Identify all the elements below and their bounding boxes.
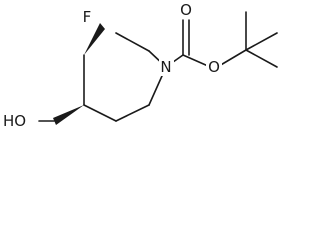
bond-oester-cq <box>218 49 247 67</box>
wedge-bond-c4-ch2 <box>53 105 84 125</box>
molecule-structure: F N O O HO <box>3 1 278 130</box>
bond-c6-c5 <box>115 104 150 122</box>
atom-label-nitrogen: N <box>160 58 171 76</box>
atom-label-ester-oxygen: O <box>208 58 220 76</box>
bond-c3-c2 <box>115 32 150 52</box>
bond-carbonyl-oester <box>182 54 209 67</box>
bond-cq-me3 <box>245 49 278 68</box>
atom-label-carbonyl-oxygen: O <box>180 1 192 19</box>
wedge-bond-c3-f <box>84 23 105 55</box>
bond-c5-c4 <box>83 104 117 122</box>
bond-cq-me1 <box>245 32 278 51</box>
atom-label-fluorine: F <box>83 8 92 26</box>
atom-label-hydroxyl: HO <box>3 112 26 130</box>
